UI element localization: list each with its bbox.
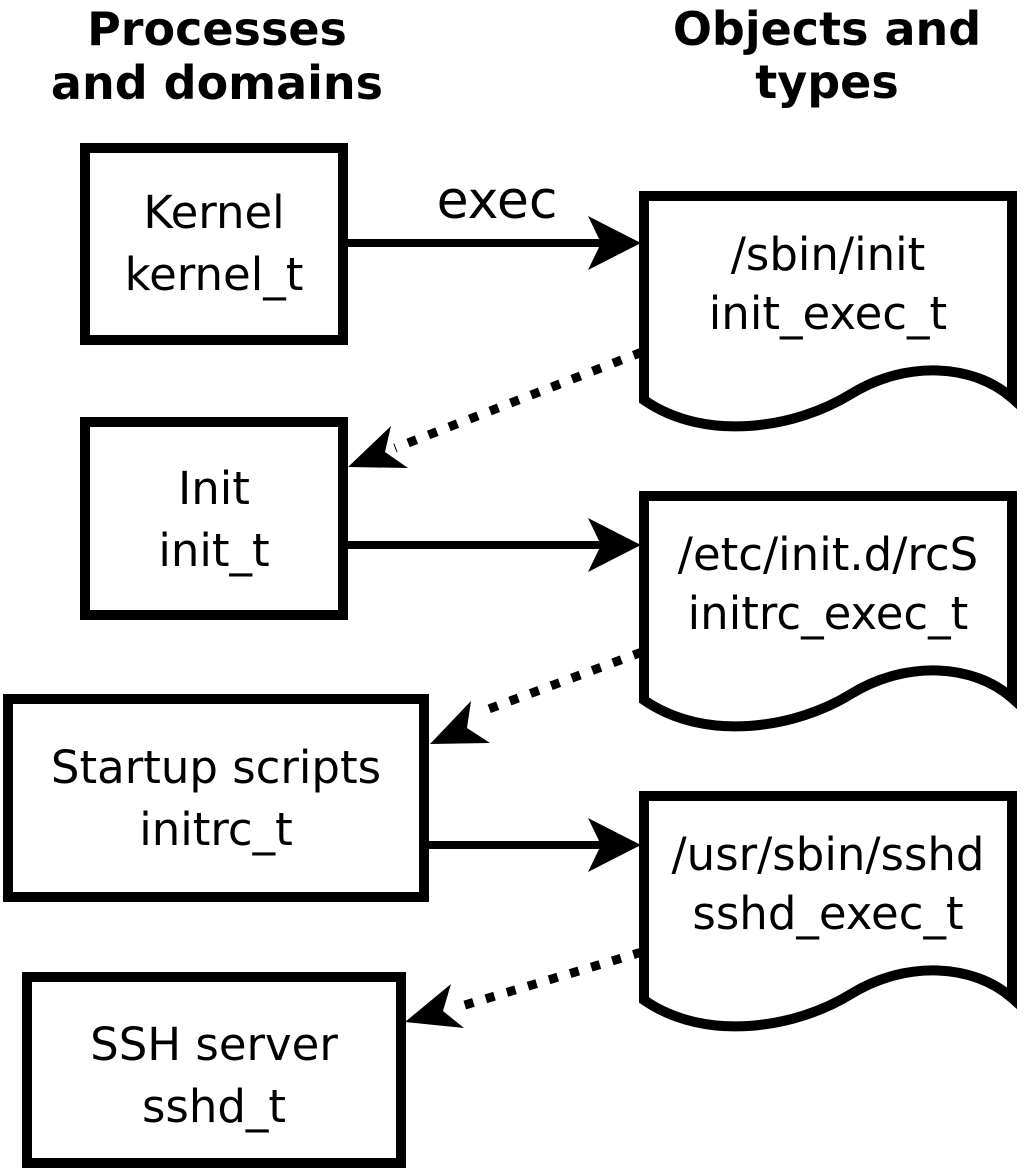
document-shape — [639, 491, 1017, 732]
process-box-ssh-server: SSH server sshd_t — [22, 972, 406, 1168]
header-left-line2: and domains — [51, 56, 383, 110]
process-box-startup-scripts: Startup scripts initrc_t — [3, 694, 429, 902]
object-type: initrc_exec_t — [688, 587, 969, 640]
process-name: SSH server — [90, 1018, 338, 1071]
exec-arrow-label: exec — [437, 171, 558, 231]
object-doc-sbin-init: /sbin/init init_exec_t — [639, 191, 1017, 432]
object-doc-etc-initd-rcs: /etc/init.d/rcS initrc_exec_t — [639, 491, 1017, 732]
dotted-arrow-init-exec-to-init — [348, 347, 644, 468]
process-box-init: Init init_t — [80, 417, 348, 620]
arrow-head-icon — [348, 426, 408, 468]
process-domain: kernel_t — [125, 248, 304, 301]
arrow-dotted-line — [453, 947, 644, 1013]
solid-arrow-initrc-to-sshd-exec — [424, 818, 641, 872]
solid-arrow-init-to-initrc-exec — [344, 518, 641, 572]
arrow-head-icon — [588, 518, 641, 572]
process-rect — [3, 694, 429, 902]
process-domain: init_t — [158, 524, 269, 577]
dotted-arrow-initrc-exec-to-initrc — [430, 647, 644, 744]
process-rect — [80, 143, 348, 345]
process-rect — [80, 417, 348, 620]
arrow-head-icon — [588, 216, 641, 270]
header-left-line1: Processes — [87, 2, 347, 56]
arrow-dotted-line — [393, 347, 644, 453]
process-name: Startup scripts — [51, 741, 381, 794]
process-box-kernel: Kernel kernel_t — [80, 143, 348, 345]
arrow-head-icon — [430, 701, 490, 744]
header-right-line2: types — [755, 55, 898, 109]
object-path: /usr/sbin/sshd — [672, 828, 985, 881]
arrow-dotted-line — [476, 647, 644, 718]
object-path: /sbin/init — [731, 228, 926, 281]
process-domain: sshd_t — [142, 1080, 286, 1133]
solid-arrow-kernel-to-init-exec: exec — [345, 171, 641, 270]
arrow-head-icon — [588, 818, 641, 872]
object-doc-usr-sbin-sshd: /usr/sbin/sshd sshd_exec_t — [639, 791, 1017, 1032]
column-header-objects: Objects and types — [673, 2, 981, 109]
process-name: Init — [178, 462, 250, 515]
process-domain: initrc_t — [139, 803, 293, 856]
column-header-processes: Processes and domains — [51, 2, 383, 110]
arrow-head-icon — [405, 984, 464, 1028]
document-shape — [639, 191, 1017, 432]
process-rect — [22, 972, 406, 1168]
dotted-arrow-sshd-exec-to-sshd — [405, 947, 644, 1028]
header-right-line1: Objects and — [673, 2, 981, 56]
object-type: init_exec_t — [709, 287, 947, 340]
process-name: Kernel — [143, 186, 284, 239]
object-path: /etc/init.d/rcS — [678, 528, 978, 581]
object-type: sshd_exec_t — [692, 887, 963, 940]
document-shape — [639, 791, 1017, 1032]
